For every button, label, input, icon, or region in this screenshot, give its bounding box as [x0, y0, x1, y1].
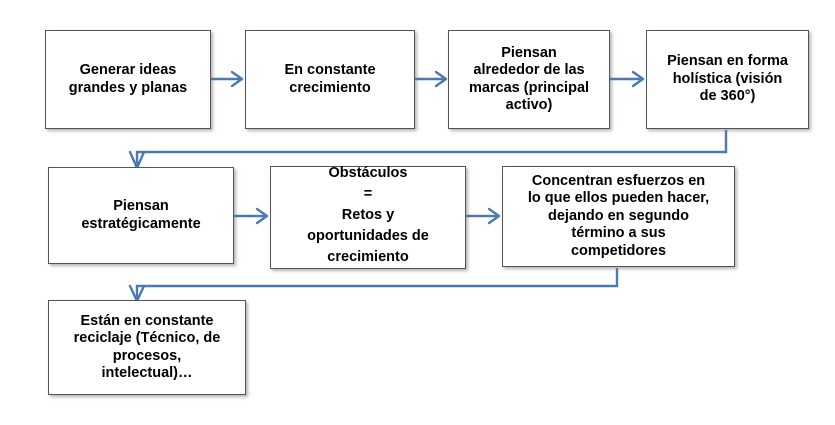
connector-piensan-estrategicamente-to-obstaculos [234, 207, 269, 225]
node-piensan-forma-holistica-label: Piensan en forma holística (visión de 36… [667, 53, 788, 105]
node-piensan-alrededor-marcas[interactable]: Piensan alrededor de las marcas (princip… [448, 30, 610, 129]
node-en-constante-crecimiento[interactable]: En constante crecimiento [245, 30, 415, 129]
node-piensan-estrategicamente-label: Piensan estratégicamente [81, 197, 201, 232]
node-constante-reciclaje[interactable]: Están en constante reciclaje (Técnico, d… [48, 300, 246, 395]
node-en-constante-crecimiento-label: En constante crecimiento [284, 61, 376, 96]
node-obstaculos-label: Obstáculos = Retos y oportunidades de cr… [307, 165, 429, 266]
connector-concentran-esfuerzos-to-constante-reciclaje [128, 268, 619, 303]
node-concentran-esfuerzos[interactable]: Concentran esfuerzos en lo que ellos pue… [502, 166, 735, 267]
node-piensan-alrededor-marcas-label: Piensan alrededor de las marcas (princip… [468, 44, 590, 113]
connector-en-constante-crecimiento-to-piensan-alrededor-marcas [415, 70, 448, 88]
connector-piensan-alrededor-marcas-to-piensan-forma-holistica [610, 70, 645, 88]
node-concentran-esfuerzos-label: Concentran esfuerzos en lo que ellos pue… [527, 173, 710, 259]
node-piensan-forma-holistica[interactable]: Piensan en forma holística (visión de 36… [646, 30, 809, 129]
node-constante-reciclaje-label: Están en constante reciclaje (Técnico, d… [73, 312, 221, 381]
node-obstaculos[interactable]: Obstáculos = Retos y oportunidades de cr… [270, 165, 466, 269]
node-generar-ideas[interactable]: Generar ideas grandes y planas [45, 30, 211, 129]
connector-generar-ideas-to-en-constante-crecimiento [211, 70, 244, 88]
node-generar-ideas-label: Generar ideas grandes y planas [68, 61, 188, 96]
node-piensan-estrategicamente[interactable]: Piensan estratégicamente [48, 167, 234, 264]
connector-obstaculos-to-concentran-esfuerzos [466, 207, 501, 225]
